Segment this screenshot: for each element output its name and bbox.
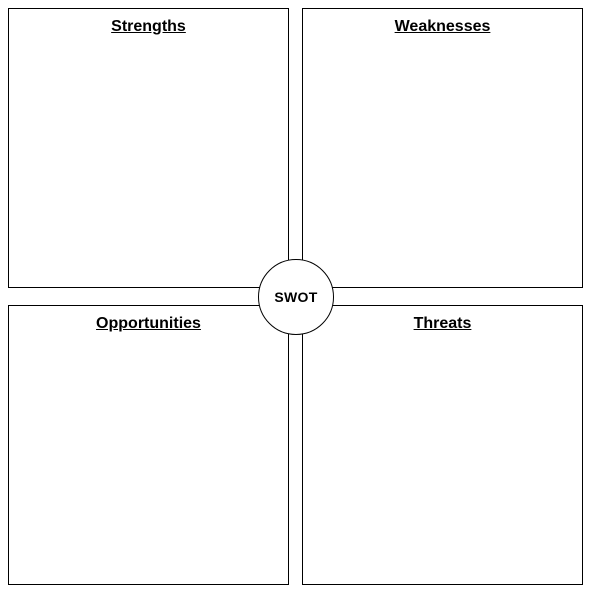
swot-center-circle: SWOT bbox=[258, 259, 334, 335]
strengths-title: Strengths bbox=[111, 18, 186, 35]
opportunities-title: Opportunities bbox=[96, 315, 201, 332]
weaknesses-quadrant: Weaknesses bbox=[302, 8, 583, 288]
swot-center-label: SWOT bbox=[274, 289, 318, 305]
strengths-quadrant: Strengths bbox=[8, 8, 289, 288]
threats-title: Threats bbox=[413, 315, 472, 332]
opportunities-quadrant: Opportunities bbox=[8, 305, 289, 585]
threats-quadrant: Threats bbox=[302, 305, 583, 585]
weaknesses-title: Weaknesses bbox=[394, 18, 491, 35]
